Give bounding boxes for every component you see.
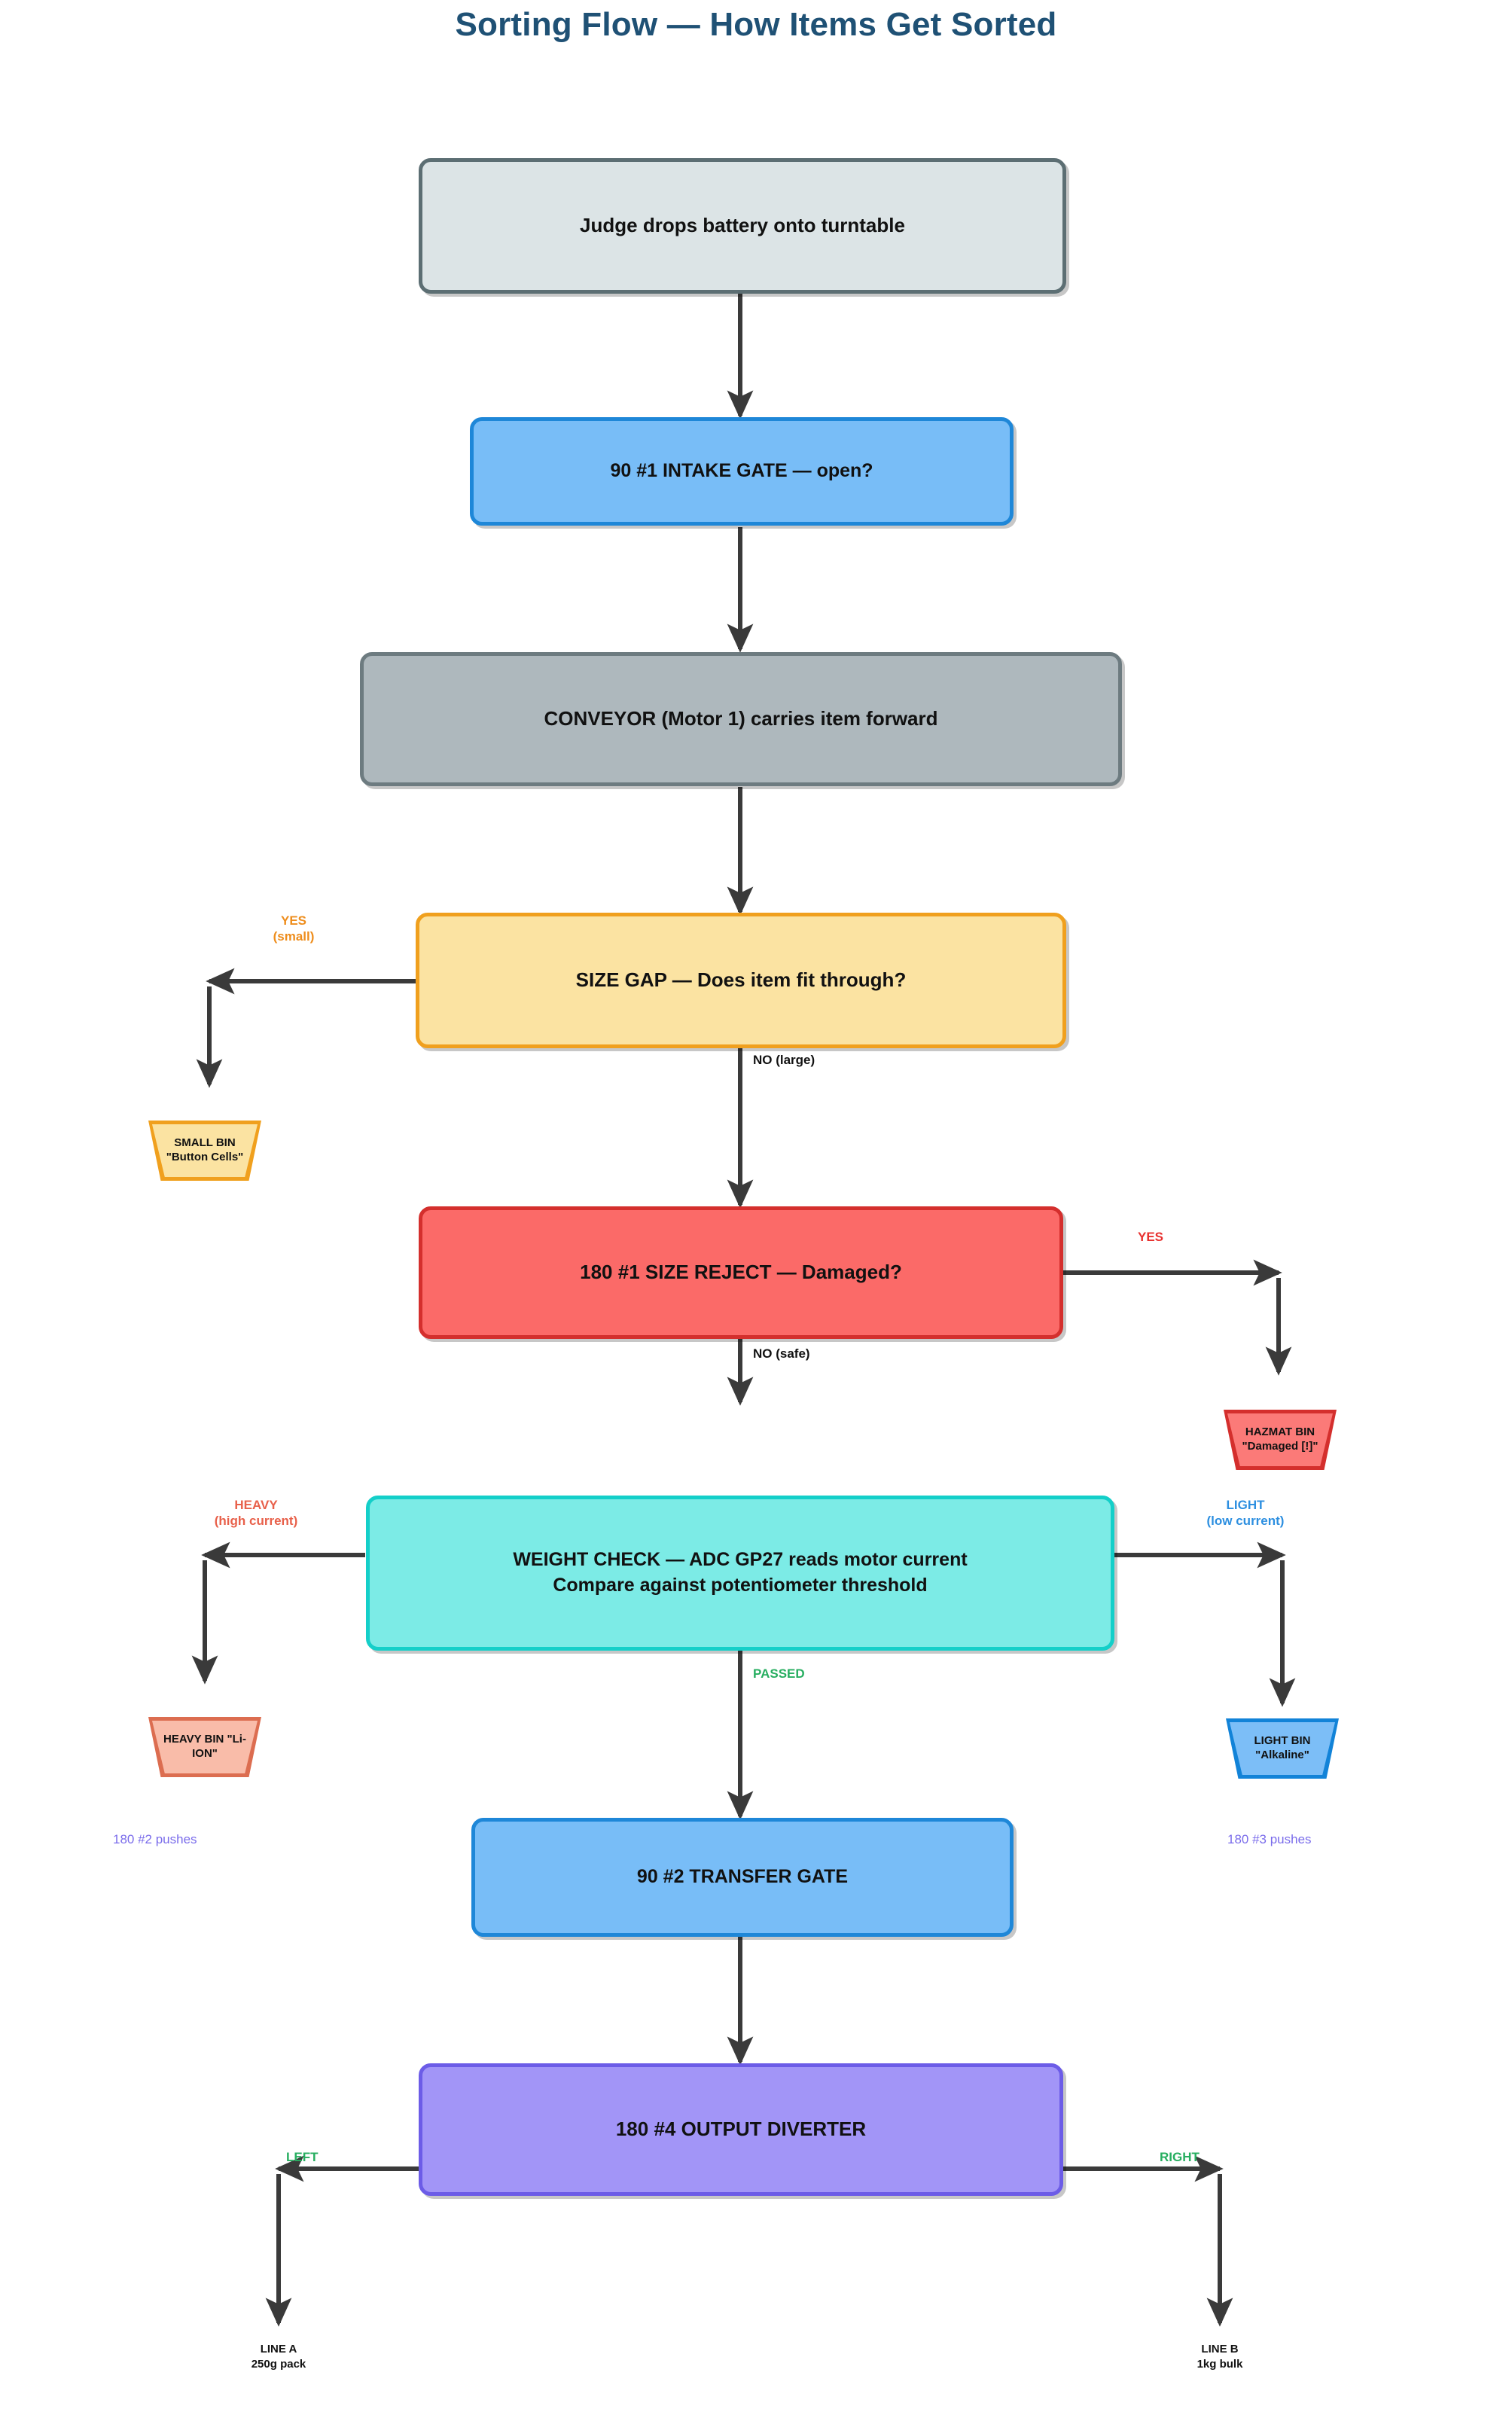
terminal-line-b: LINE B 1kg bulk [1196, 2343, 1243, 2371]
edge-label-left: LEFT [286, 2150, 319, 2164]
page-title: Sorting Flow — How Items Get Sorted [455, 6, 1057, 43]
bin-heavy-label: HEAVY BIN "Li-ION" [163, 1733, 246, 1760]
node-size-reject-label: 180 #1 SIZE REJECT — Damaged? [580, 1261, 902, 1284]
node-size-reject[interactable]: 180 #1 SIZE REJECT — Damaged? [419, 1206, 1063, 1339]
node-intake-gate-label: 90 #1 INTAKE GATE — open? [610, 460, 873, 482]
node-output-diverter[interactable]: 180 #4 OUTPUT DIVERTER [419, 2063, 1063, 2196]
terminal-line-a: LINE A 250g pack [251, 2343, 306, 2371]
node-start[interactable]: Judge drops battery onto turntable [419, 158, 1066, 294]
edge-label-passed: PASSED [753, 1666, 805, 1681]
node-output-diverter-label: 180 #4 OUTPUT DIVERTER [615, 2118, 867, 2141]
edge-label-push3: 180 #3 pushes [1227, 1832, 1312, 1846]
bin-hazmat[interactable]: HAZMAT BIN "Damaged [!]" [1224, 1410, 1337, 1470]
node-weight-check-line1: WEIGHT CHECK — ADC GP27 reads motor curr… [513, 1549, 968, 1571]
edge-label-heavy: HEAVY (high current) [214, 1498, 298, 1529]
bin-small[interactable]: SMALL BIN "Button Cells" [148, 1121, 261, 1181]
bin-heavy[interactable]: HEAVY BIN "Li-ION" [148, 1717, 261, 1777]
edge-label-yes-damaged: YES [1137, 1230, 1164, 1244]
bin-small-label: SMALL BIN "Button Cells" [166, 1136, 244, 1163]
node-transfer-gate-label: 90 #2 TRANSFER GATE [636, 1866, 849, 1888]
bin-light[interactable]: LIGHT BIN "Alkaline" [1226, 1718, 1339, 1779]
node-conveyor-label: CONVEYOR (Motor 1) carries item forward [544, 707, 938, 730]
edge-label-yes-small: YES (small) [273, 913, 315, 944]
bin-hazmat-label: HAZMAT BIN "Damaged [!]" [1242, 1425, 1318, 1453]
edge-label-no-large: NO (large) [753, 1053, 815, 1067]
node-start-label: Judge drops battery onto turntable [580, 214, 905, 237]
node-weight-check[interactable]: WEIGHT CHECK — ADC GP27 reads motor curr… [366, 1496, 1114, 1651]
node-size-gap-label: SIZE GAP — Does item fit through? [575, 968, 907, 992]
edge-label-right: RIGHT [1160, 2150, 1200, 2164]
edge-label-light: LIGHT (low current) [1206, 1498, 1285, 1529]
bin-light-label: LIGHT BIN "Alkaline" [1254, 1734, 1311, 1761]
node-intake-gate[interactable]: 90 #1 INTAKE GATE — open? [470, 417, 1014, 526]
edge-label-no-safe: NO (safe) [753, 1346, 810, 1361]
node-transfer-gate[interactable]: 90 #2 TRANSFER GATE [471, 1818, 1014, 1937]
node-conveyor[interactable]: CONVEYOR (Motor 1) carries item forward [360, 652, 1122, 786]
node-size-gap[interactable]: SIZE GAP — Does item fit through? [416, 913, 1066, 1048]
edge-label-push2: 180 #2 pushes [113, 1832, 197, 1846]
node-weight-check-line2: Compare against potentiometer threshold [553, 1575, 928, 1596]
